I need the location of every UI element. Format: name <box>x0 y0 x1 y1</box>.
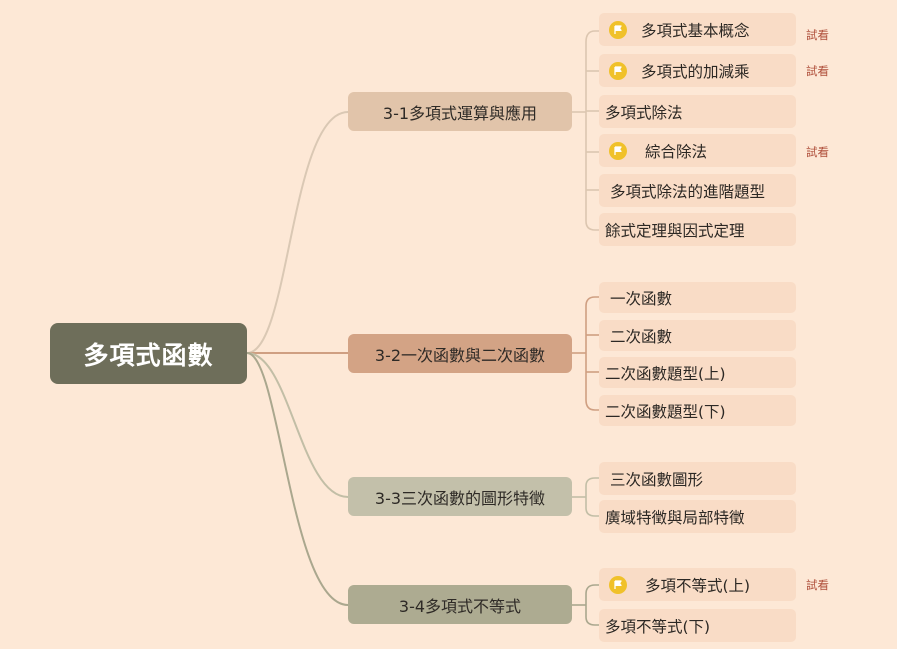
leaf-polynomial-division[interactable]: 多項式除法 <box>599 95 796 128</box>
leaf-linear-function[interactable]: 一次函數 <box>599 282 796 313</box>
trial-link[interactable]: 試看 <box>806 145 829 159</box>
leaf-synthetic-division[interactable]: 綜合除法 <box>599 134 796 167</box>
leaf-label: 多項不等式(上) <box>645 576 751 595</box>
leaf-label: 二次函數題型(上) <box>605 364 726 383</box>
branch-3-2[interactable]: 3-2一次函數與二次函數 <box>348 334 572 373</box>
trial-link[interactable]: 試看 <box>806 64 829 78</box>
flag-icon <box>609 61 627 80</box>
leaf-cubic-graph[interactable]: 三次函數圖形 <box>599 462 796 495</box>
leaf-quadratic-problems-part2[interactable]: 二次函數題型(下) <box>599 395 796 426</box>
branch-3-3[interactable]: 3-3三次函數的圖形特徵 <box>348 477 572 516</box>
branch-3-4[interactable]: 3-4多項式不等式 <box>348 585 572 624</box>
leaf-quadratic-function[interactable]: 二次函數 <box>599 320 796 351</box>
leaf-label: 多項式除法 <box>605 103 683 122</box>
leaf-label: 多項式基本概念 <box>641 21 750 40</box>
leaf-global-local-features[interactable]: 廣域特徵與局部特徵 <box>599 500 796 533</box>
flag-icon <box>609 141 627 160</box>
leaf-label: 多項不等式(下) <box>605 617 711 636</box>
leaf-label: 餘式定理與因式定理 <box>605 221 745 240</box>
leaf-polynomial-add-subtract-multiply[interactable]: 多項式的加減乘 <box>599 54 796 87</box>
leaf-label: 二次函數題型(下) <box>605 402 726 421</box>
leaf-polynomial-inequality-part2[interactable]: 多項不等式(下) <box>599 609 796 642</box>
branch-3-1[interactable]: 3-1多項式運算與應用 <box>348 92 572 131</box>
leaf-polynomial-basics[interactable]: 多項式基本概念 <box>599 13 796 46</box>
trial-link[interactable]: 試看 <box>806 578 829 592</box>
root-topic[interactable]: 多項式函數 <box>50 323 247 384</box>
leaf-label: 多項式的加減乘 <box>641 62 750 81</box>
leaf-advanced-division-problems[interactable]: 多項式除法的進階題型 <box>599 174 796 207</box>
leaf-label: 一次函數 <box>610 289 673 308</box>
flag-icon <box>609 20 627 39</box>
leaf-quadratic-problems-part1[interactable]: 二次函數題型(上) <box>599 357 796 388</box>
leaf-label: 三次函數圖形 <box>610 470 704 489</box>
trial-link[interactable]: 試看 <box>806 28 829 42</box>
leaf-label: 綜合除法 <box>645 142 708 161</box>
leaf-label: 二次函數 <box>610 327 673 346</box>
leaf-polynomial-inequality-part1[interactable]: 多項不等式(上) <box>599 568 796 601</box>
leaf-label: 多項式除法的進階題型 <box>610 182 766 201</box>
leaf-remainder-factor-theorem[interactable]: 餘式定理與因式定理 <box>599 213 796 246</box>
flag-icon <box>609 575 627 594</box>
leaf-label: 廣域特徵與局部特徵 <box>605 508 745 527</box>
